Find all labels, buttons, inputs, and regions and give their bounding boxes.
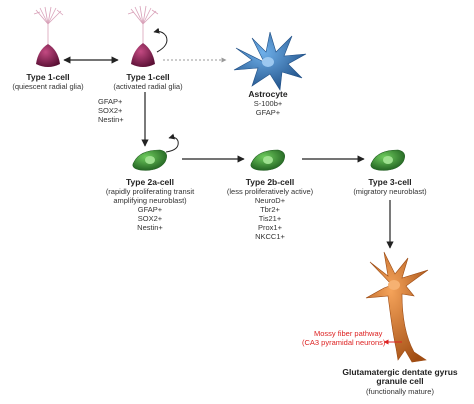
type2a-cell: Type 2a-cell (rapidly proliferating tran… — [106, 149, 195, 232]
astrocyte-marker: S-100b+ — [254, 99, 283, 108]
type2b-marker: Tis21+ — [259, 214, 282, 223]
type1-activated-title: Type 1-cell — [126, 72, 169, 82]
type2b-subtitle: (less proliferatively active) — [227, 187, 314, 196]
self-renewal-arrow — [153, 27, 168, 53]
pathway-label: (CA3 pyramidal neurons) — [302, 338, 386, 347]
type2b-marker: NeuroD+ — [255, 196, 286, 205]
type2b-cell: Type 2b-cell (less proliferatively activ… — [227, 149, 314, 241]
astrocyte-icon — [233, 31, 307, 91]
type1-quiescent-cell: Type 1-cell (quiescent radial glia) — [12, 6, 84, 91]
type2a-title: Type 2a-cell — [126, 177, 174, 187]
type2b-marker: Tbr2+ — [260, 205, 280, 214]
type2a-subtitle: (rapidly proliferating transit — [106, 187, 195, 196]
type1-marker: GFAP+ — [98, 97, 123, 106]
granule-subtitle: (functionally mature) — [366, 387, 434, 396]
granule-title: granule cell — [376, 376, 423, 386]
astrocyte-cell: Astrocyte S-100b+ GFAP+ — [233, 31, 307, 117]
radial-glia-processes-icon — [33, 6, 64, 45]
type3-subtitle: (migratory neuroblast) — [353, 187, 427, 196]
type2a-marker: Nestin+ — [137, 223, 163, 232]
astrocyte-title: Astrocyte — [248, 89, 287, 99]
type1-marker: Nestin+ — [98, 115, 124, 124]
granule-cell: Mossy fiber pathway (CA3 pyramidal neuro… — [302, 251, 458, 396]
self-renewal-arrow — [165, 133, 179, 153]
type1-quiescent-title: Type 1-cell — [26, 72, 69, 82]
granule-neuron-icon — [365, 251, 429, 363]
granule-title: Glutamatergic dentate gyrus — [342, 367, 458, 377]
type2b-marker: Prox1+ — [258, 223, 283, 232]
type1-activated-cell: Type 1-cell (activated radial glia) GFAP… — [98, 5, 183, 124]
pathway-label: Mossy fiber pathway — [314, 329, 383, 338]
type1-activated-subtitle: (activated radial glia) — [113, 82, 183, 91]
type2a-marker: GFAP+ — [138, 205, 163, 214]
type2b-marker: NKCC1+ — [255, 232, 285, 241]
type2a-marker: SOX2+ — [138, 214, 163, 223]
type1-quiescent-subtitle: (quiescent radial glia) — [12, 82, 84, 91]
type3-cell: Type 3-cell (migratory neuroblast) — [353, 149, 427, 196]
type2a-subtitle: amplifying neuroblast) — [113, 196, 187, 205]
type2b-title: Type 2b-cell — [246, 177, 295, 187]
type3-title: Type 3-cell — [368, 177, 411, 187]
radial-glia-soma-icon — [36, 44, 60, 67]
radial-glia-processes-icon — [127, 5, 159, 44]
radial-glia-soma-icon — [131, 43, 155, 67]
type1-marker: SOX2+ — [98, 106, 123, 115]
astrocyte-marker: GFAP+ — [256, 108, 281, 117]
